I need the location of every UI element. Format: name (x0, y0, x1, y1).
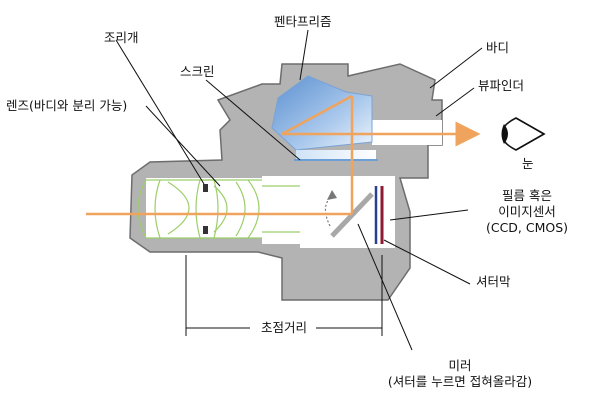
mirror-flip-arrowhead (327, 190, 337, 200)
light-rays (86, 94, 481, 216)
label-body: 바디 (486, 40, 510, 55)
label-sensor-line3: (CCD, CMOS) (485, 220, 569, 235)
lens-interior (146, 176, 300, 244)
label-screen: 스크린 (180, 64, 215, 79)
label-aperture: 조리개 (104, 30, 139, 45)
viewfinder-tunnel (372, 120, 442, 145)
label-eye: 눈 (522, 156, 534, 171)
label-focal-length: 초점거리 (260, 320, 308, 335)
label-viewfinder: 뷰파인더 (478, 78, 525, 93)
label-sensor-line2: 이미지센서 (498, 204, 556, 219)
lens-elements (137, 179, 300, 239)
label-sensor-line1: 필름 혹은 (502, 188, 552, 203)
label-mirror-line1: 미러 (448, 358, 472, 373)
label-pentaprism: 펜타프리즘 (274, 14, 332, 29)
eye-icon (501, 117, 546, 151)
leader-lines (115, 29, 483, 351)
aperture-blade-top (203, 184, 208, 192)
focusing-screen (296, 150, 376, 160)
label-mirror-line2: (셔터를 누르면 접혀올라감) (387, 374, 533, 389)
label-lens: 렌즈(바디와 분리 가능) (6, 98, 128, 113)
label-shutter: 셔터막 (476, 274, 511, 289)
aperture-blade-bottom (203, 226, 208, 234)
